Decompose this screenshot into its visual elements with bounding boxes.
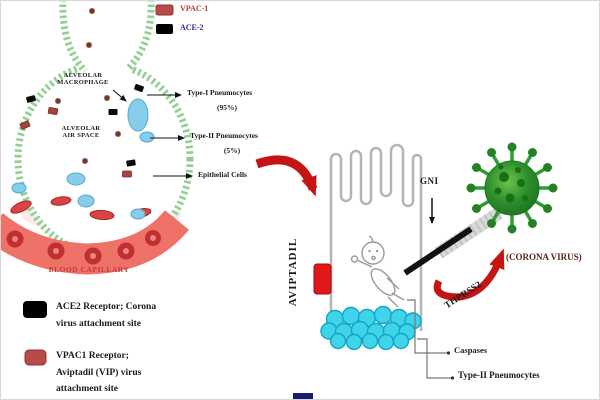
caspases-label: Caspases: [454, 345, 488, 355]
legend-ace2-label: ACE-2: [180, 23, 204, 32]
virus-particle-icons: [55, 8, 121, 164]
type1-percent: (95%): [217, 103, 237, 112]
apoptotic-figure: [350, 235, 405, 308]
callout-arrows: [112, 89, 193, 179]
bottom-edge-mark: [293, 393, 313, 399]
type2-pneumocytes-label: Type-II Pneumocytes: [458, 370, 540, 380]
alveolar-airspace-label: ALVEOLAR AIR SPACE: [61, 125, 101, 140]
gni-label: GNI: [420, 176, 439, 186]
type1-pneumocytes-callout: Type-I Pneumocytes: [187, 88, 253, 97]
legend-vpac1-label: VPAC-1: [180, 4, 209, 13]
macrophage-pointer-arrow: [112, 89, 127, 102]
vpac1-receptor-icons: [19, 107, 132, 178]
pneumocyte-cell-outline: [329, 143, 423, 331]
blood-capillary: [1, 209, 190, 275]
type2-pneumocytes-callout: Type-II Pneumocytes: [190, 131, 258, 140]
type2-pneumocyte-cluster: [320, 305, 422, 351]
ace2-legend-text: ACE2 Receptor; Corona virus attachment s…: [56, 302, 157, 329]
vpac1-legend-swatch-icon: [24, 349, 47, 366]
alveolar-macrophage-cell: [127, 98, 149, 132]
blood-capillary-label: BLOOD CAPILLARY: [48, 265, 130, 274]
aviptadil-label: AVIPTADIL: [287, 237, 299, 307]
ace2-receptor-icons: [26, 83, 144, 167]
ace2-swatch-icon: [156, 24, 173, 34]
rbc-rings: [6, 230, 161, 265]
label-connectors: [407, 299, 455, 380]
vpac1-block: [313, 263, 332, 295]
alveolar-macrophage-label: ALVEOLAR MACROPHAGE: [57, 72, 109, 87]
thprss2-arrow: [433, 248, 505, 301]
coronavirus-icon: [466, 142, 558, 234]
type2-percent: (5%): [223, 146, 241, 155]
blue-cells: [11, 98, 155, 220]
corona-virus-label: (CORONA VIRUS): [506, 252, 582, 262]
infection-arrow: [255, 155, 318, 197]
vpac1-legend-text: VPAC1 Receptor; Aviptadil (VIP) virus at…: [56, 351, 142, 394]
ace2-legend-swatch-icon: [23, 301, 47, 318]
epithelial-cells-callout: Epithelial Cells: [198, 170, 247, 179]
vpac1-swatch-icon: [155, 4, 174, 16]
